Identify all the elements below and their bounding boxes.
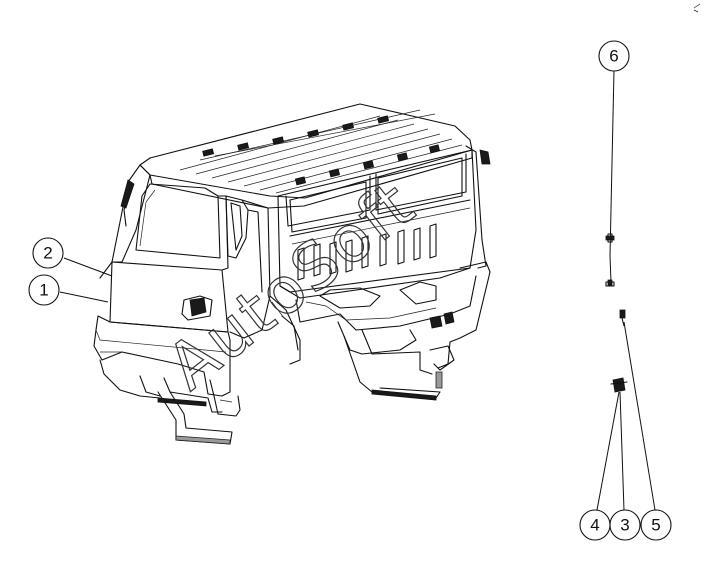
callout-2-label: 2 [43, 244, 52, 263]
callout-2: 2 [32, 237, 64, 269]
exploded-parts [605, 69, 628, 393]
callout-5: 5 [640, 509, 672, 541]
callout-4: 4 [579, 509, 611, 541]
callout-1: 1 [28, 274, 60, 306]
callout-5-label: 5 [651, 516, 660, 535]
callout-3-label: 3 [620, 516, 629, 535]
truck-cab-illustration [93, 103, 491, 445]
callout-4-label: 4 [590, 516, 599, 535]
callout-1-label: 1 [39, 281, 48, 300]
leader-lines [59, 257, 656, 511]
callout-6-label: 6 [609, 47, 618, 66]
corner-mark [693, 3, 701, 13]
callout-6: 6 [598, 40, 630, 72]
callout-3: 3 [609, 509, 641, 541]
